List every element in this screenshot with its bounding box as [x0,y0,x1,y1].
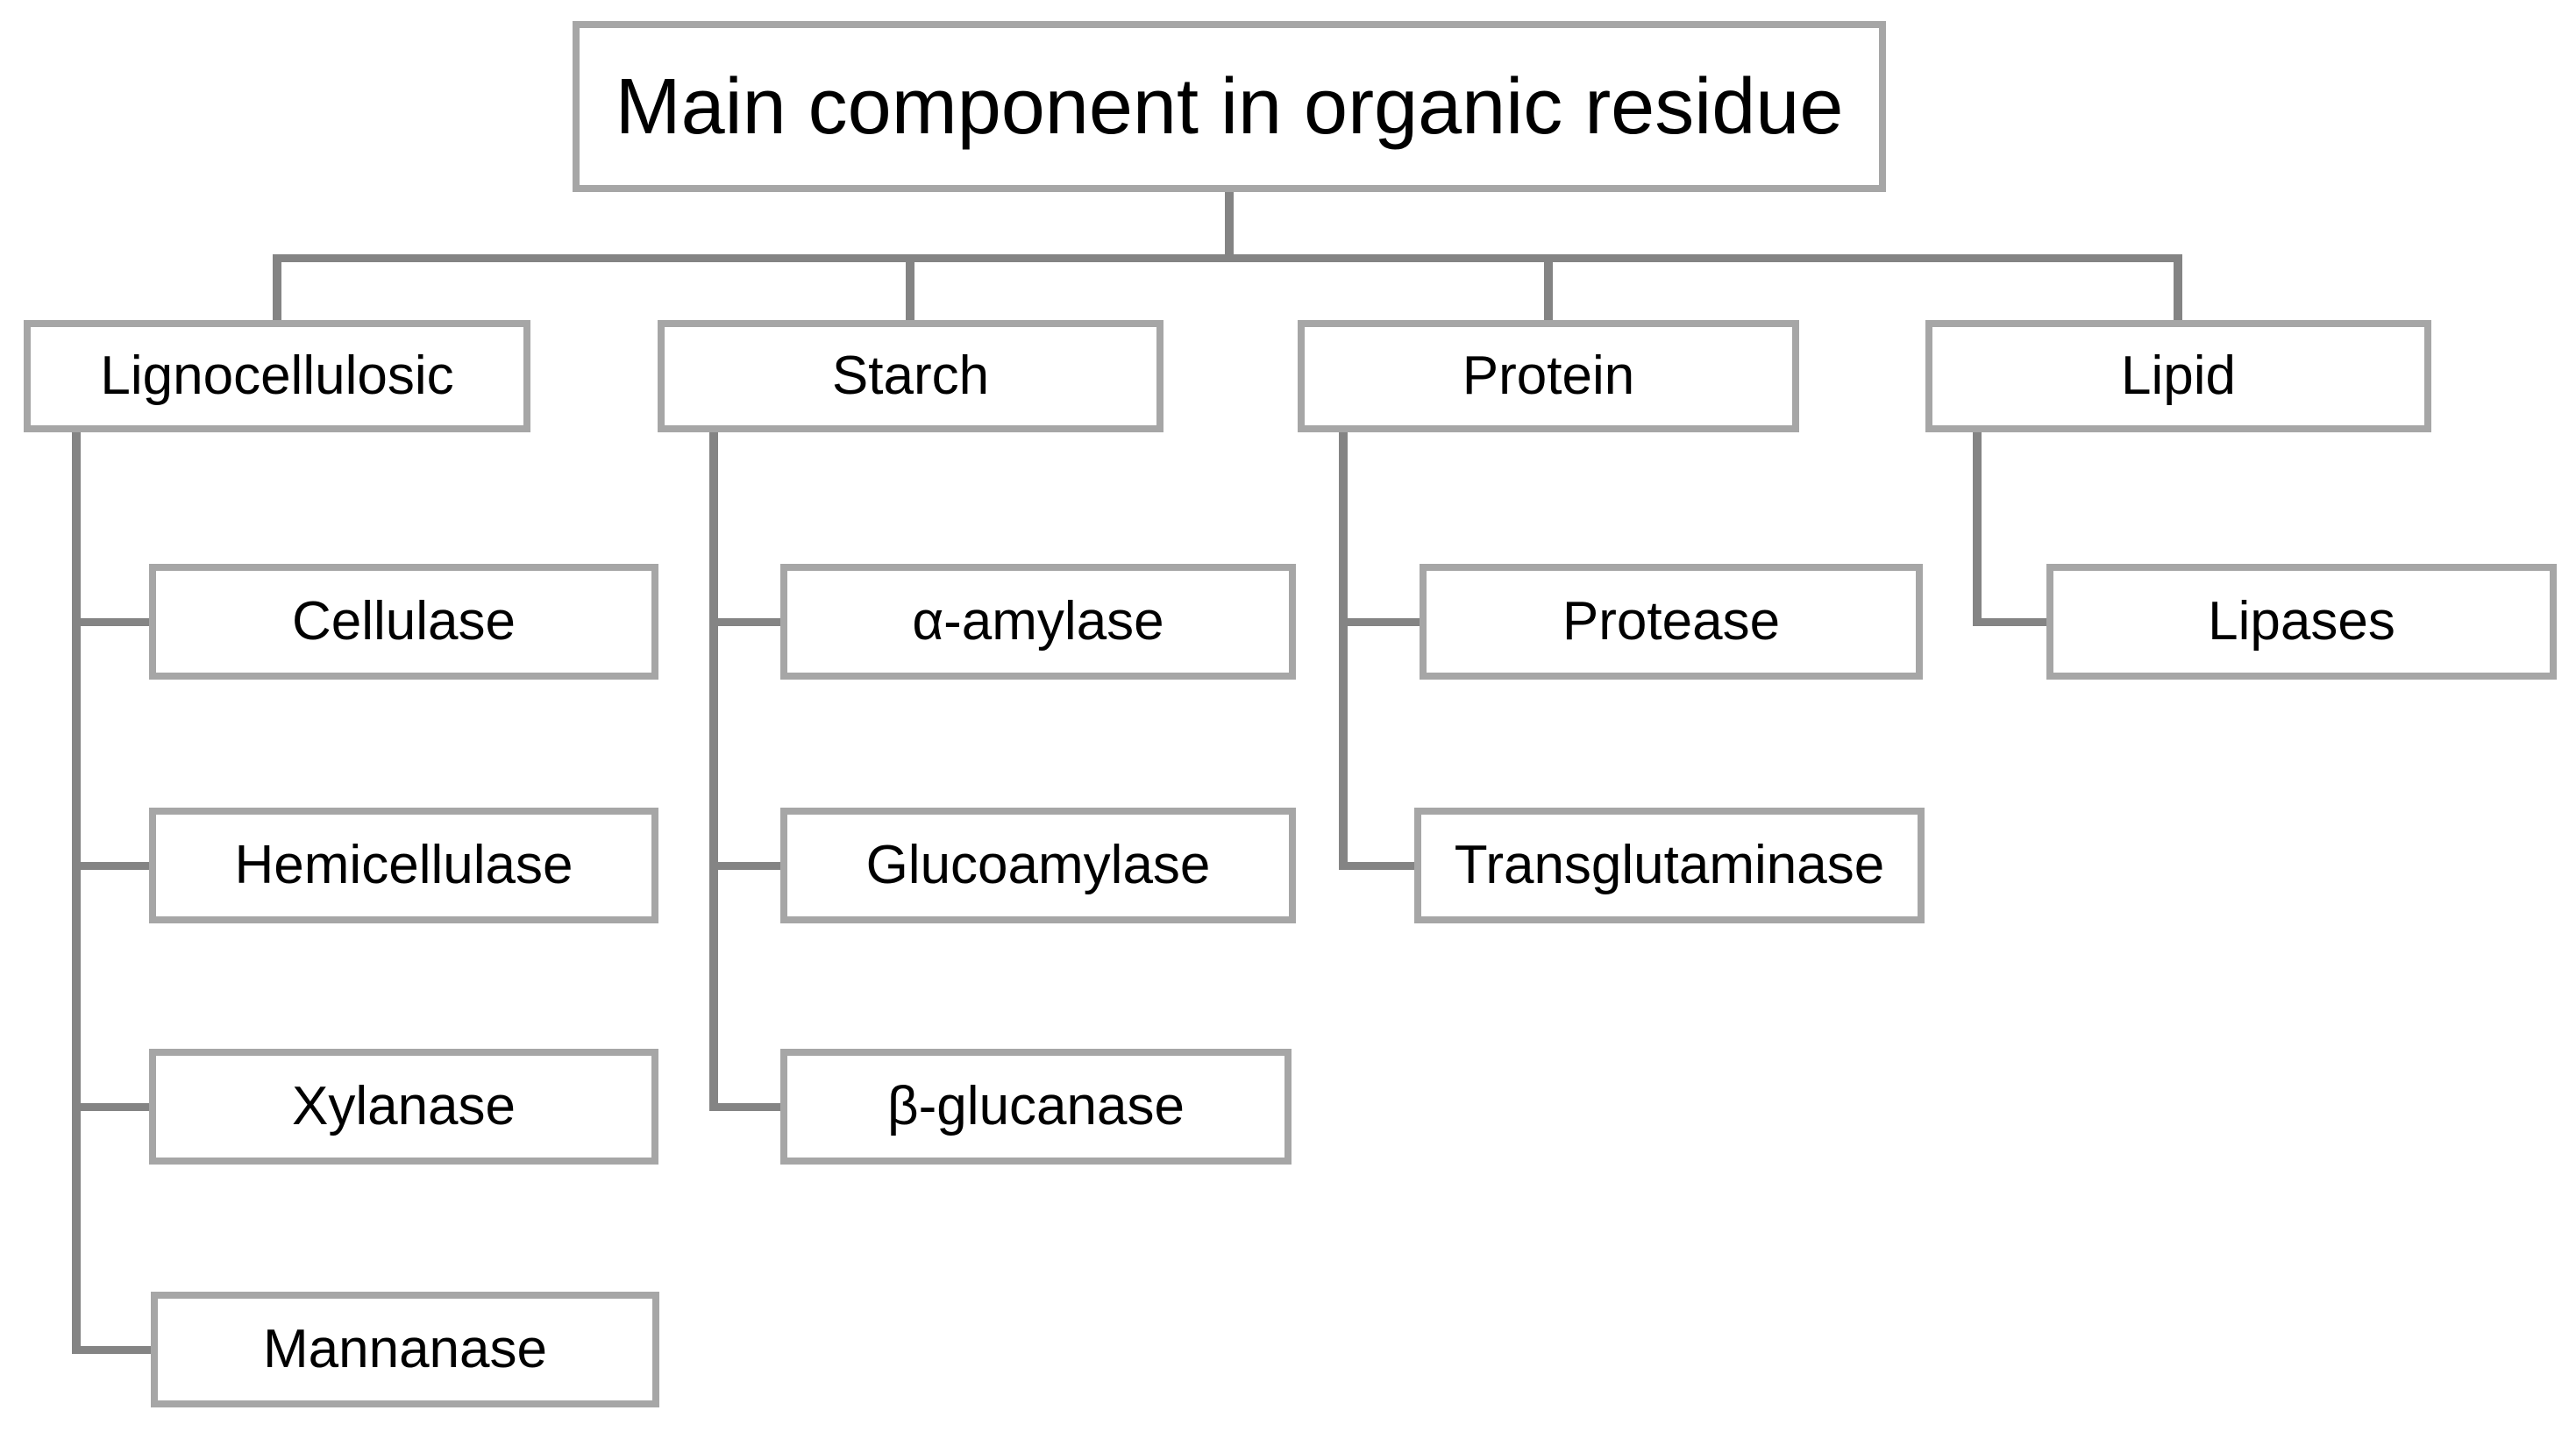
node-glucoamylase: Glucoamylase [780,808,1296,923]
node-starch: Starch [658,320,1163,432]
node-xylanase: Xylanase [149,1049,658,1165]
connector-trunk-lignocellulosic [72,432,81,1353]
connector-stub-xylanase [72,1103,149,1111]
connector-drop-protein [1544,254,1553,320]
connector-drop-lignocellulosic [273,254,281,320]
connector-stub-cellulase [72,618,149,626]
connector-stub-hemicellulase [72,862,149,870]
node-protease: Protease [1420,564,1923,680]
connector-branch-bar [273,254,2182,262]
node-transglutaminase: Transglutaminase [1414,808,1925,923]
node-main-component: Main component in organic residue [573,21,1886,192]
connector-drop-starch [906,254,914,320]
node-lipid: Lipid [1925,320,2431,432]
connector-trunk-lipid [1973,432,1982,625]
connector-root-drop [1225,192,1234,262]
node-cellulase: Cellulase [149,564,658,680]
node-lignocellulosic: Lignocellulosic [24,320,530,432]
connector-trunk-protein [1339,432,1348,868]
node-alpha-amylase: α-amylase [780,564,1296,680]
connector-stub-mannanase [72,1346,151,1354]
connector-stub-glucoamylase [709,862,780,870]
connector-stub-beta-glucanase [709,1103,780,1111]
connector-stub-protease [1339,618,1420,626]
node-protein: Protein [1298,320,1799,432]
connector-trunk-starch [709,432,718,1110]
node-beta-glucanase: β-glucanase [780,1049,1292,1165]
node-lipases: Lipases [2046,564,2557,680]
connector-stub-lipases [1973,618,2046,626]
connector-stub-alpha-amylase [709,618,780,626]
node-mannanase: Mannanase [151,1292,659,1407]
connector-drop-lipid [2174,254,2182,320]
connector-stub-transglutaminase [1339,862,1414,870]
node-hemicellulase: Hemicellulase [149,808,658,923]
